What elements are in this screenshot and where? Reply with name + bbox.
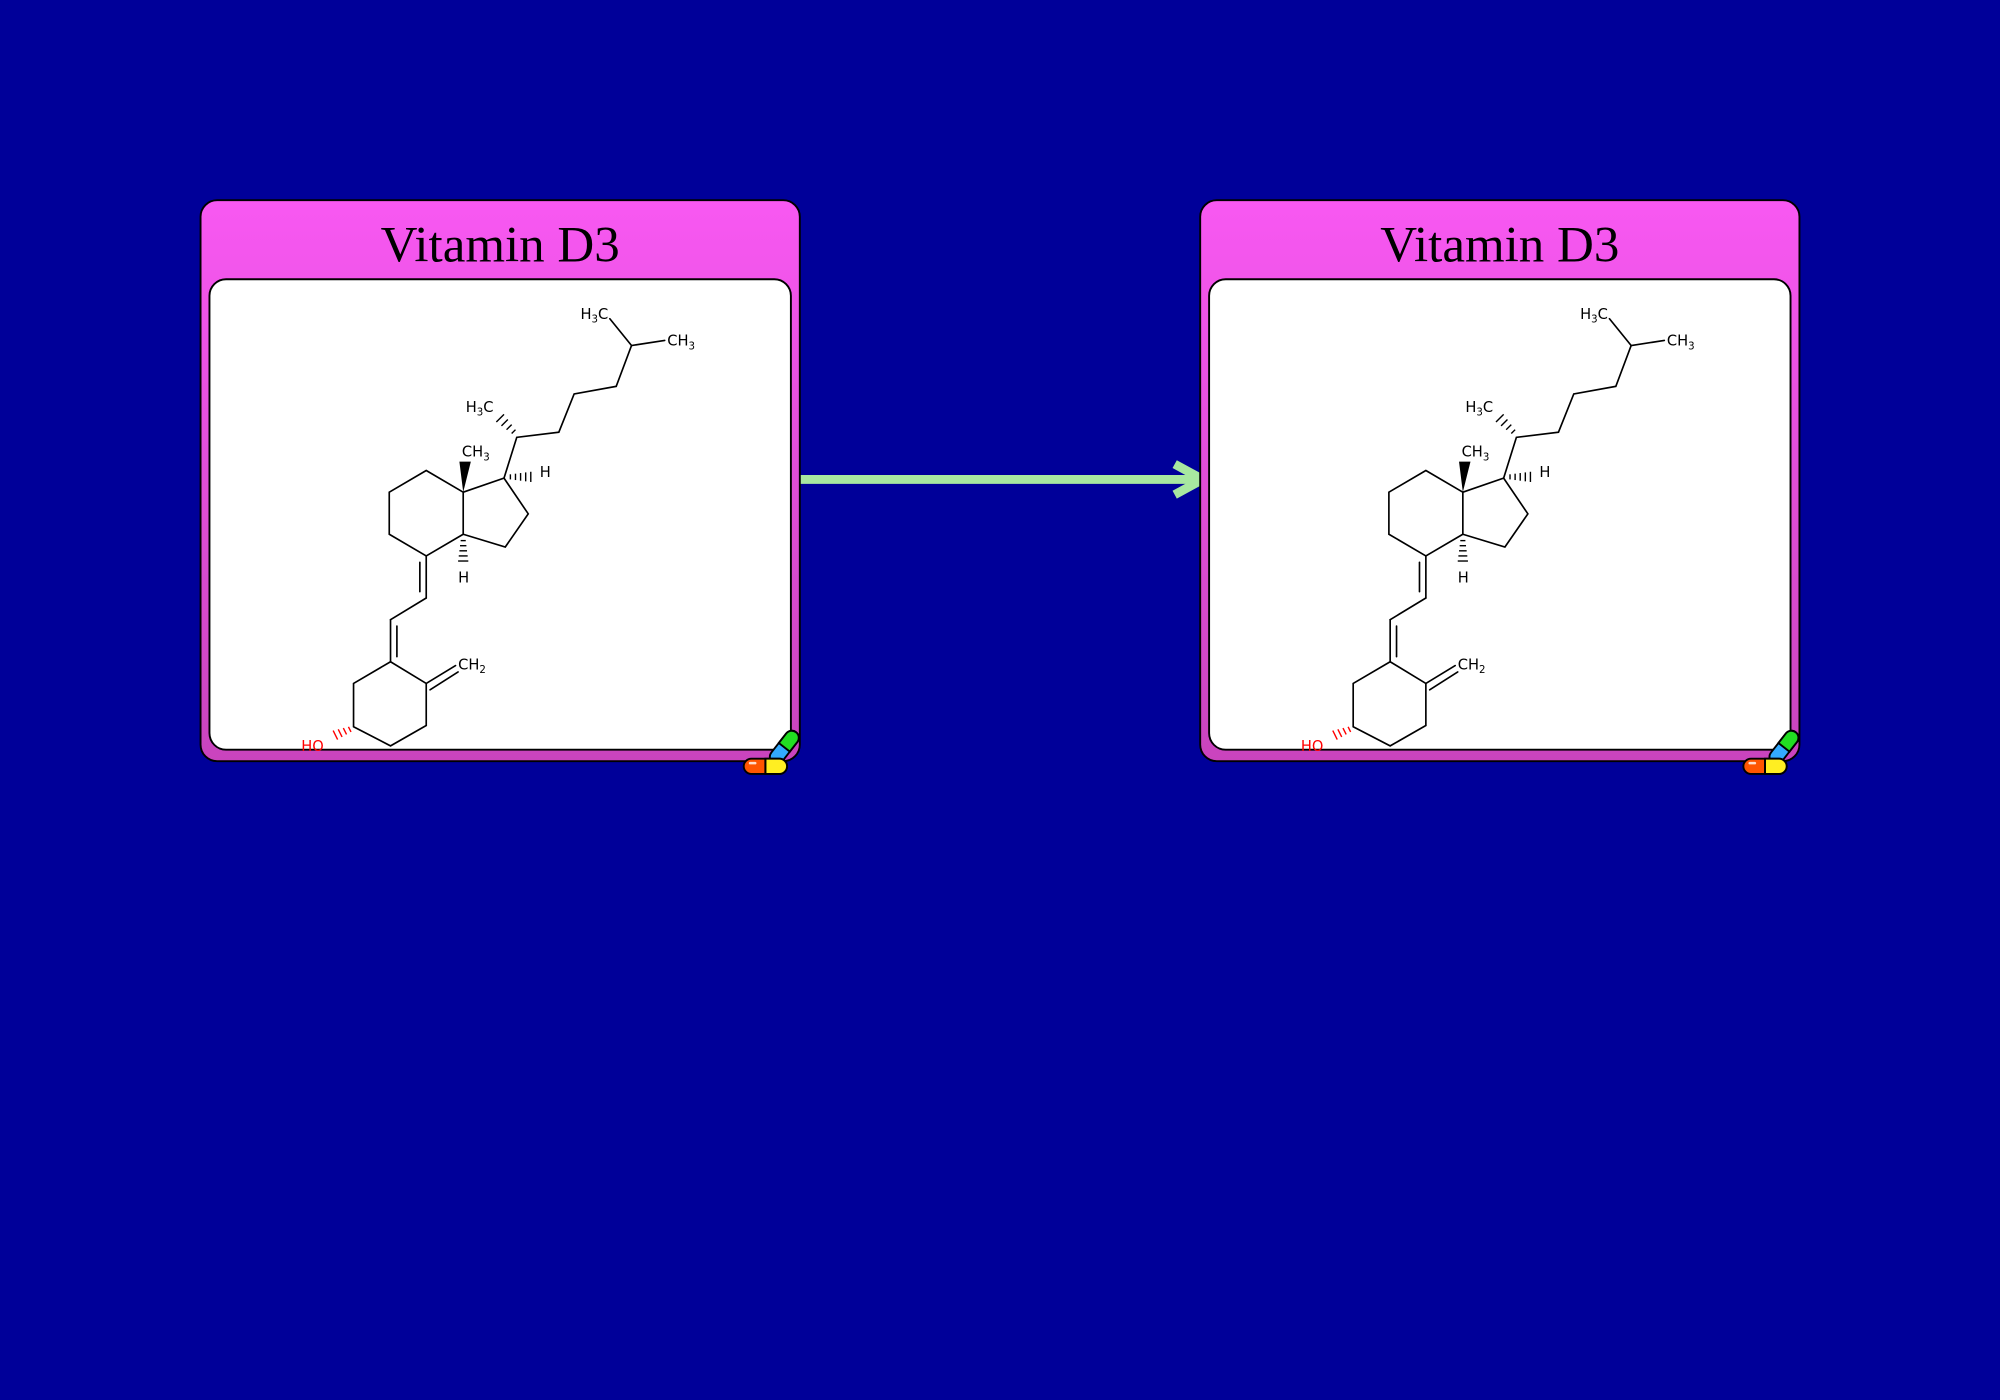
node-title: Vitamin D3 — [381, 217, 620, 273]
structure-panel — [208, 278, 792, 751]
atom-label-h3c-top: H3C — [581, 306, 609, 326]
atom-label-ch2: CH2 — [458, 656, 486, 676]
atom-label-ch3-ring: CH3 — [1462, 443, 1490, 463]
molecule-structure: H3C CH3 H3C CH3 H H CH2 HO — [301, 306, 695, 755]
atom-label-ho: HO — [1301, 738, 1324, 755]
atom-label-h-right: H — [1539, 464, 1550, 481]
atom-label-h-bottom: H — [1458, 570, 1469, 587]
drug-capsule-icon — [1742, 729, 1800, 775]
atom-label-ch3-ring: CH3 — [462, 443, 490, 463]
structure-panel — [1208, 278, 1792, 751]
atom-label-h3c-mid: H3C — [466, 399, 494, 419]
node-title: Vitamin D3 — [1380, 217, 1619, 273]
atom-label-ho: HO — [301, 738, 324, 755]
atom-label-h3c-top: H3C — [1580, 306, 1608, 326]
molecule-node[interactable]: Vitamin D3 — [199, 199, 802, 775]
molecule-structure: H3C CH3 H3C CH3 H H CH2 HO — [1301, 306, 1695, 755]
atom-label-h-right: H — [540, 464, 551, 481]
atom-label-h-bottom: H — [458, 570, 469, 587]
atom-label-h3c-mid: H3C — [1465, 399, 1493, 419]
molecule-node[interactable]: Vitamin D3 — [1199, 199, 1801, 775]
atom-label-ch3-top: CH3 — [667, 333, 695, 353]
atom-label-ch3-top: CH3 — [1667, 333, 1695, 353]
atom-label-ch2: CH2 — [1458, 656, 1486, 676]
reaction-arrow[interactable] — [799, 460, 1213, 499]
drug-capsule-icon — [742, 729, 800, 775]
